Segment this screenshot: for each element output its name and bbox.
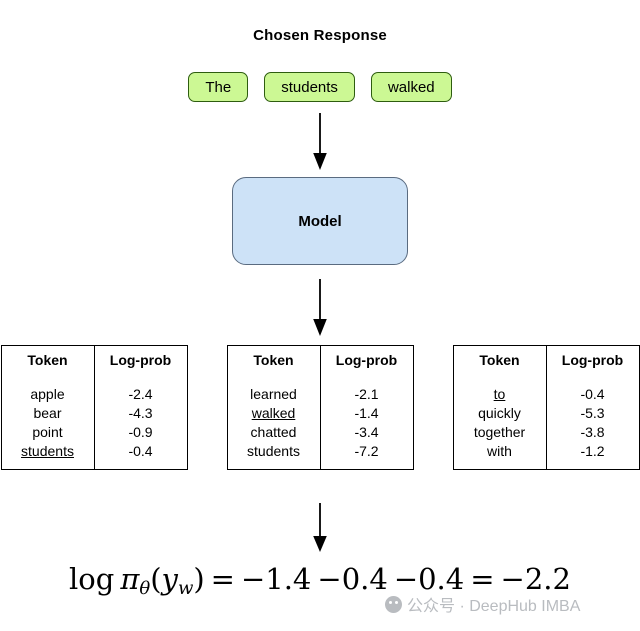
arrow-model-to-tables-icon <box>309 279 331 337</box>
arrow-chips-to-model-icon <box>309 113 331 171</box>
cell-logprob: -0.9 <box>128 424 153 440</box>
table-row: students -0.4 <box>1 442 187 469</box>
table-header-row: Token Log-prob <box>453 346 639 385</box>
page-title: Chosen Response <box>253 27 387 44</box>
token-chip-walked: walked <box>370 72 452 102</box>
table-row: together -3.8 <box>453 423 639 442</box>
cell-logprob: -1.4 <box>354 405 379 421</box>
table-row: chatted -3.4 <box>227 423 413 442</box>
token-chip-the: The <box>188 72 249 102</box>
cell-logprob: -1.2 <box>580 443 605 459</box>
column-header-logprob: Log-prob <box>109 352 172 368</box>
column-header-token: Token <box>227 346 321 385</box>
cell-token-selected: to <box>453 385 547 404</box>
cell-token: learned <box>227 385 321 404</box>
cell-token: point <box>1 423 95 442</box>
logprob-tables-row: Token Log-prob apple -2.4 bear -4.3 poin… <box>0 345 640 470</box>
cell-logprob: -2.4 <box>128 386 153 402</box>
cell-logprob: -3.4 <box>354 424 379 440</box>
table-row: students -7.2 <box>227 442 413 469</box>
cell-token-selected: students <box>1 442 95 469</box>
cell-logprob: -0.4 <box>580 386 605 402</box>
equation-close-paren: ) <box>193 562 205 596</box>
column-header-token: Token <box>1 346 95 385</box>
token-chip-label: students <box>281 78 338 96</box>
table-row: learned -2.1 <box>227 385 413 404</box>
equation-y-symbol: y <box>161 562 178 596</box>
equation-equals-2: = <box>470 562 495 596</box>
cell-logprob: -7.2 <box>354 443 379 459</box>
token-chip-label: walked <box>387 78 435 96</box>
cell-token: quickly <box>453 404 547 423</box>
equation-term-3: −0.4 <box>393 562 465 596</box>
column-header-logprob: Log-prob <box>335 352 398 368</box>
column-header-token: Token <box>453 346 547 385</box>
token-chip-students: students <box>264 72 355 102</box>
table-header-row: Token Log-prob <box>1 346 187 385</box>
table-row: walked -1.4 <box>227 404 413 423</box>
cell-token-selected: walked <box>227 404 321 423</box>
equation-term-1: −1.4 <box>240 562 312 596</box>
cell-logprob: -2.1 <box>354 386 379 402</box>
equation-pi-symbol: π <box>120 562 140 596</box>
cell-logprob: -0.4 <box>128 443 153 459</box>
column-header-logprob: Log-prob <box>561 352 624 368</box>
equation-theta-subscript: θ <box>139 578 151 600</box>
model-box: Model <box>232 177 408 265</box>
table-row: to -0.4 <box>453 385 639 404</box>
cell-logprob: -5.3 <box>580 405 605 421</box>
cell-token: apple <box>1 385 95 404</box>
token-chip-label: The <box>205 78 232 96</box>
cell-token: bear <box>1 404 95 423</box>
model-box-label: Model <box>298 212 342 230</box>
equation-open-paren: ( <box>150 562 162 596</box>
table-row: quickly -5.3 <box>453 404 639 423</box>
cell-token: chatted <box>227 423 321 442</box>
arrow-tables-to-equation-icon <box>309 503 331 553</box>
table-row: bear -4.3 <box>1 404 187 423</box>
logprob-table-1: Token Log-prob apple -2.4 bear -4.3 poin… <box>0 345 188 470</box>
equation-log-operator: log <box>69 562 115 596</box>
logprob-table-2: Token Log-prob learned -2.1 walked -1.4 … <box>226 345 414 470</box>
equation-term-2: −0.4 <box>317 562 388 596</box>
equation-equals-1: = <box>210 562 235 596</box>
table-row: with -1.2 <box>453 442 639 469</box>
equation-w-subscript: w <box>177 578 194 600</box>
chosen-response-token-row: The students walked <box>0 72 640 102</box>
cell-token: together <box>453 423 547 442</box>
table-header-row: Token Log-prob <box>227 346 413 385</box>
table-row: point -0.9 <box>1 423 187 442</box>
logprob-table-3: Token Log-prob to -0.4 quickly -5.3 toge… <box>452 345 640 470</box>
cell-token: students <box>227 442 321 469</box>
cell-logprob: -3.8 <box>580 424 605 440</box>
cell-logprob: -4.3 <box>128 405 153 421</box>
table-row: apple -2.4 <box>1 385 187 404</box>
equation-result: −2.2 <box>500 562 571 596</box>
cell-token: with <box>453 442 547 469</box>
